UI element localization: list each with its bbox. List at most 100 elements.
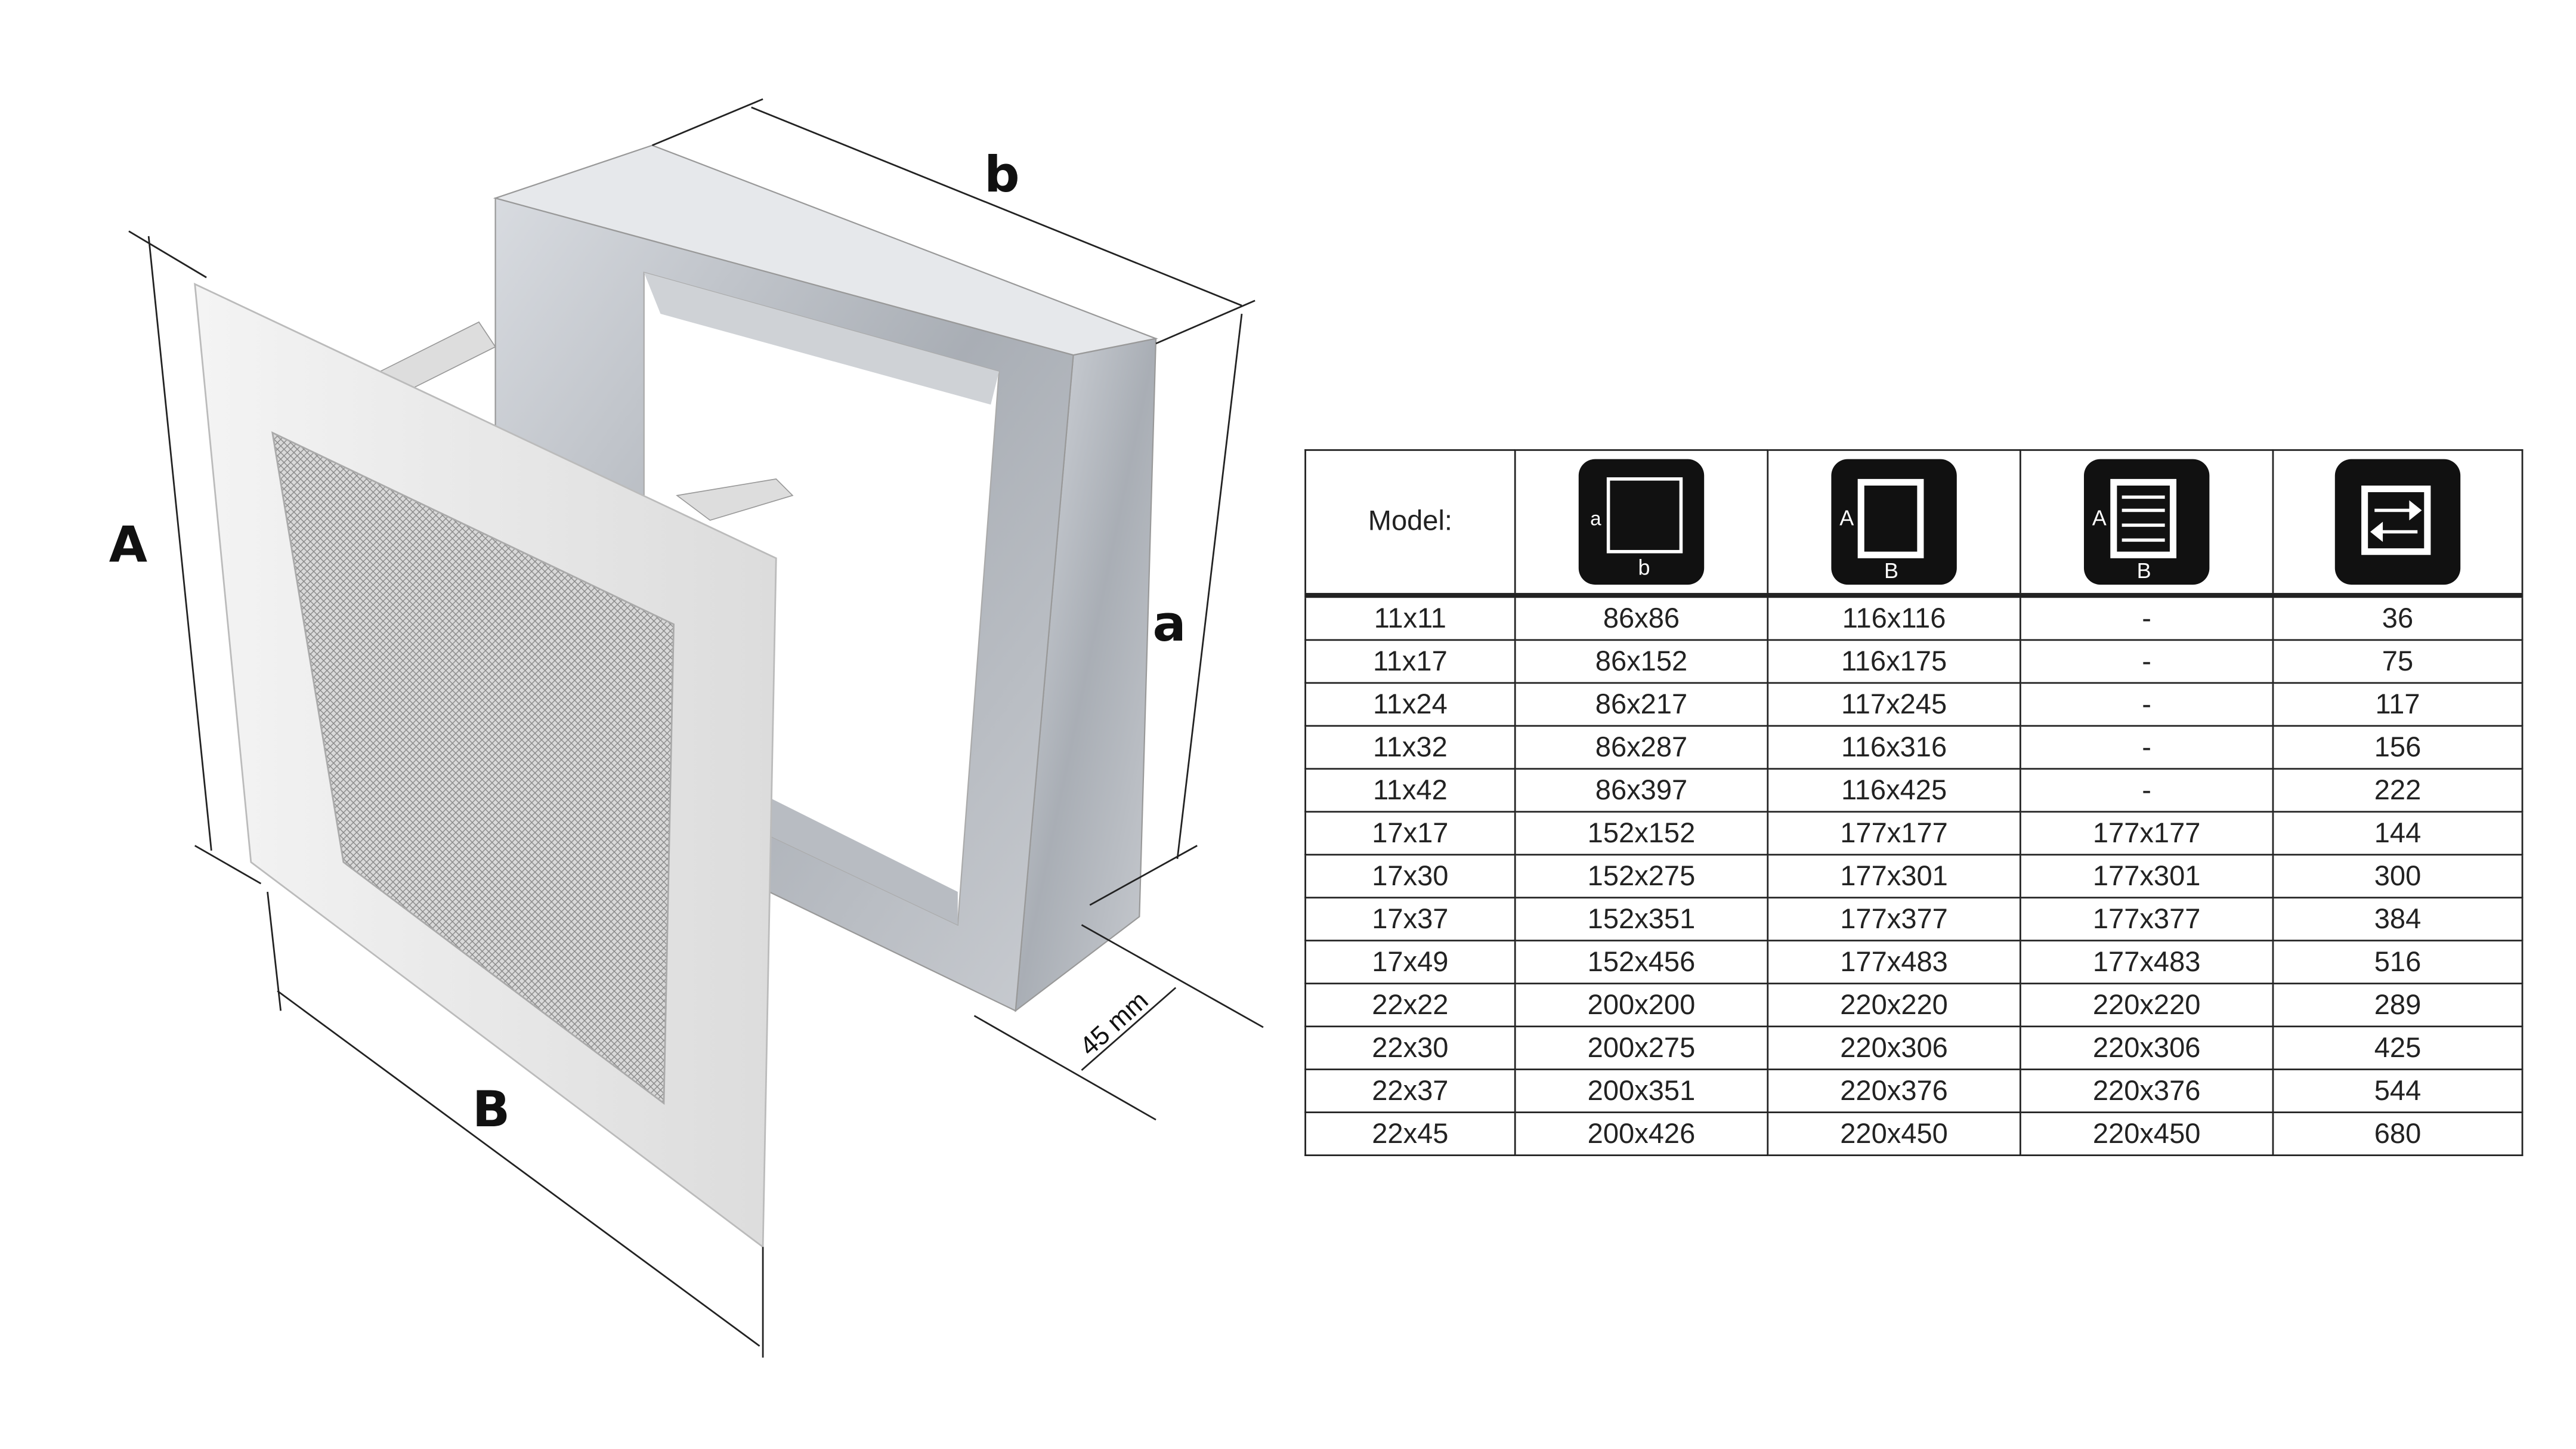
dimension-label-a: a xyxy=(1152,595,1186,653)
header-model: Model: xyxy=(1304,449,1516,597)
table-cell: - xyxy=(2019,639,2274,684)
table-cell: 86x152 xyxy=(1514,639,1769,684)
table-cell: 116x116 xyxy=(1767,594,2021,641)
svg-text:A: A xyxy=(1839,505,1854,530)
table-cell: 17x17 xyxy=(1304,811,1516,856)
table-cell: 177x377 xyxy=(1767,897,2021,942)
table-cell: 22x30 xyxy=(1304,1025,1516,1071)
table-cell: 300 xyxy=(2272,854,2524,899)
dimension-label-A: A xyxy=(109,515,147,573)
product-illustration: A B a b 45 mm xyxy=(109,98,1264,1358)
spring-clip xyxy=(676,478,794,521)
table-cell: 425 xyxy=(2272,1025,2524,1071)
table-cell: 516 xyxy=(2272,940,2524,985)
table-cell: 86x287 xyxy=(1514,725,1769,770)
grille-plate xyxy=(194,282,777,1249)
table-cell: 384 xyxy=(2272,897,2524,942)
table-cell: 222 xyxy=(2272,768,2524,813)
table-cell: 75 xyxy=(2272,639,2524,684)
table-cell: 22x45 xyxy=(1304,1111,1516,1157)
table-cell: 36 xyxy=(2272,594,2524,641)
table-cell: 11x32 xyxy=(1304,725,1516,770)
svg-text:B: B xyxy=(2137,558,2151,583)
table-cell: 680 xyxy=(2272,1111,2524,1157)
svg-text:A: A xyxy=(2092,505,2107,530)
table-cell: 17x30 xyxy=(1304,854,1516,899)
table-cell: 117x245 xyxy=(1767,682,2021,727)
table-cell: 220x450 xyxy=(2019,1111,2274,1157)
table-cell: - xyxy=(2019,725,2274,770)
table-cell: - xyxy=(2019,594,2274,641)
table-cell: 200x426 xyxy=(1514,1111,1769,1157)
table-cell: 22x22 xyxy=(1304,983,1516,1028)
table-cell: 200x200 xyxy=(1514,983,1769,1028)
table-cell: 177x483 xyxy=(1767,940,2021,985)
dimension-label-B: B xyxy=(472,1080,510,1138)
table-cell: 177x301 xyxy=(1767,854,2021,899)
table-cell: 220x376 xyxy=(2019,1068,2274,1114)
table-cell: 86x397 xyxy=(1514,768,1769,813)
table-cell: 11x24 xyxy=(1304,682,1516,727)
table-cell: 156 xyxy=(2272,725,2524,770)
table-cell: 152x456 xyxy=(1514,940,1769,985)
dimension-lines xyxy=(128,98,1264,1358)
table-cell: 152x275 xyxy=(1514,854,1769,899)
spring-clip xyxy=(378,321,496,389)
table-cell: 200x351 xyxy=(1514,1068,1769,1114)
svg-text:b: b xyxy=(1638,555,1650,579)
table-cell: 22x37 xyxy=(1304,1068,1516,1114)
table-cell: 220x306 xyxy=(1767,1025,2021,1071)
table-cell: 544 xyxy=(2272,1068,2524,1114)
airflow-area-icon xyxy=(2334,459,2461,585)
table-cell: 220x220 xyxy=(2019,983,2274,1028)
table-cell: 17x37 xyxy=(1304,897,1516,942)
table-cell: 152x152 xyxy=(1514,811,1769,856)
svg-text:a: a xyxy=(1590,508,1601,530)
table-cell: 86x217 xyxy=(1514,682,1769,727)
table-cell: 152x351 xyxy=(1514,897,1769,942)
table-cell: 144 xyxy=(2272,811,2524,856)
table-cell: - xyxy=(2019,768,2274,813)
table-cell: 11x42 xyxy=(1304,768,1516,813)
table-cell: 220x306 xyxy=(2019,1025,2274,1071)
table-cell: 177x301 xyxy=(2019,854,2274,899)
table-cell: 17x49 xyxy=(1304,940,1516,985)
table-cell: - xyxy=(2019,682,2274,727)
table-cell: 116x316 xyxy=(1767,725,2021,770)
table-cell: 220x376 xyxy=(1767,1068,2021,1114)
table-cell: 177x377 xyxy=(2019,897,2274,942)
table-cell: 200x275 xyxy=(1514,1025,1769,1071)
table-cell: 289 xyxy=(2272,983,2524,1028)
table-cell: 220x450 xyxy=(1767,1111,2021,1157)
table-cell: 177x177 xyxy=(2019,811,2274,856)
dimension-label-depth: 45 mm xyxy=(1074,985,1154,1061)
table-cell: 86x86 xyxy=(1514,594,1769,641)
table-cell: 177x177 xyxy=(1767,811,2021,856)
table-cell: 177x483 xyxy=(2019,940,2274,985)
table-cell: 117 xyxy=(2272,682,2524,727)
table-cell: 116x175 xyxy=(1767,639,2021,684)
dimension-label-b: b xyxy=(984,146,1019,203)
table-cell: 116x425 xyxy=(1767,768,2021,813)
table-cell: 11x17 xyxy=(1304,639,1516,684)
svg-text:B: B xyxy=(1884,558,1898,583)
